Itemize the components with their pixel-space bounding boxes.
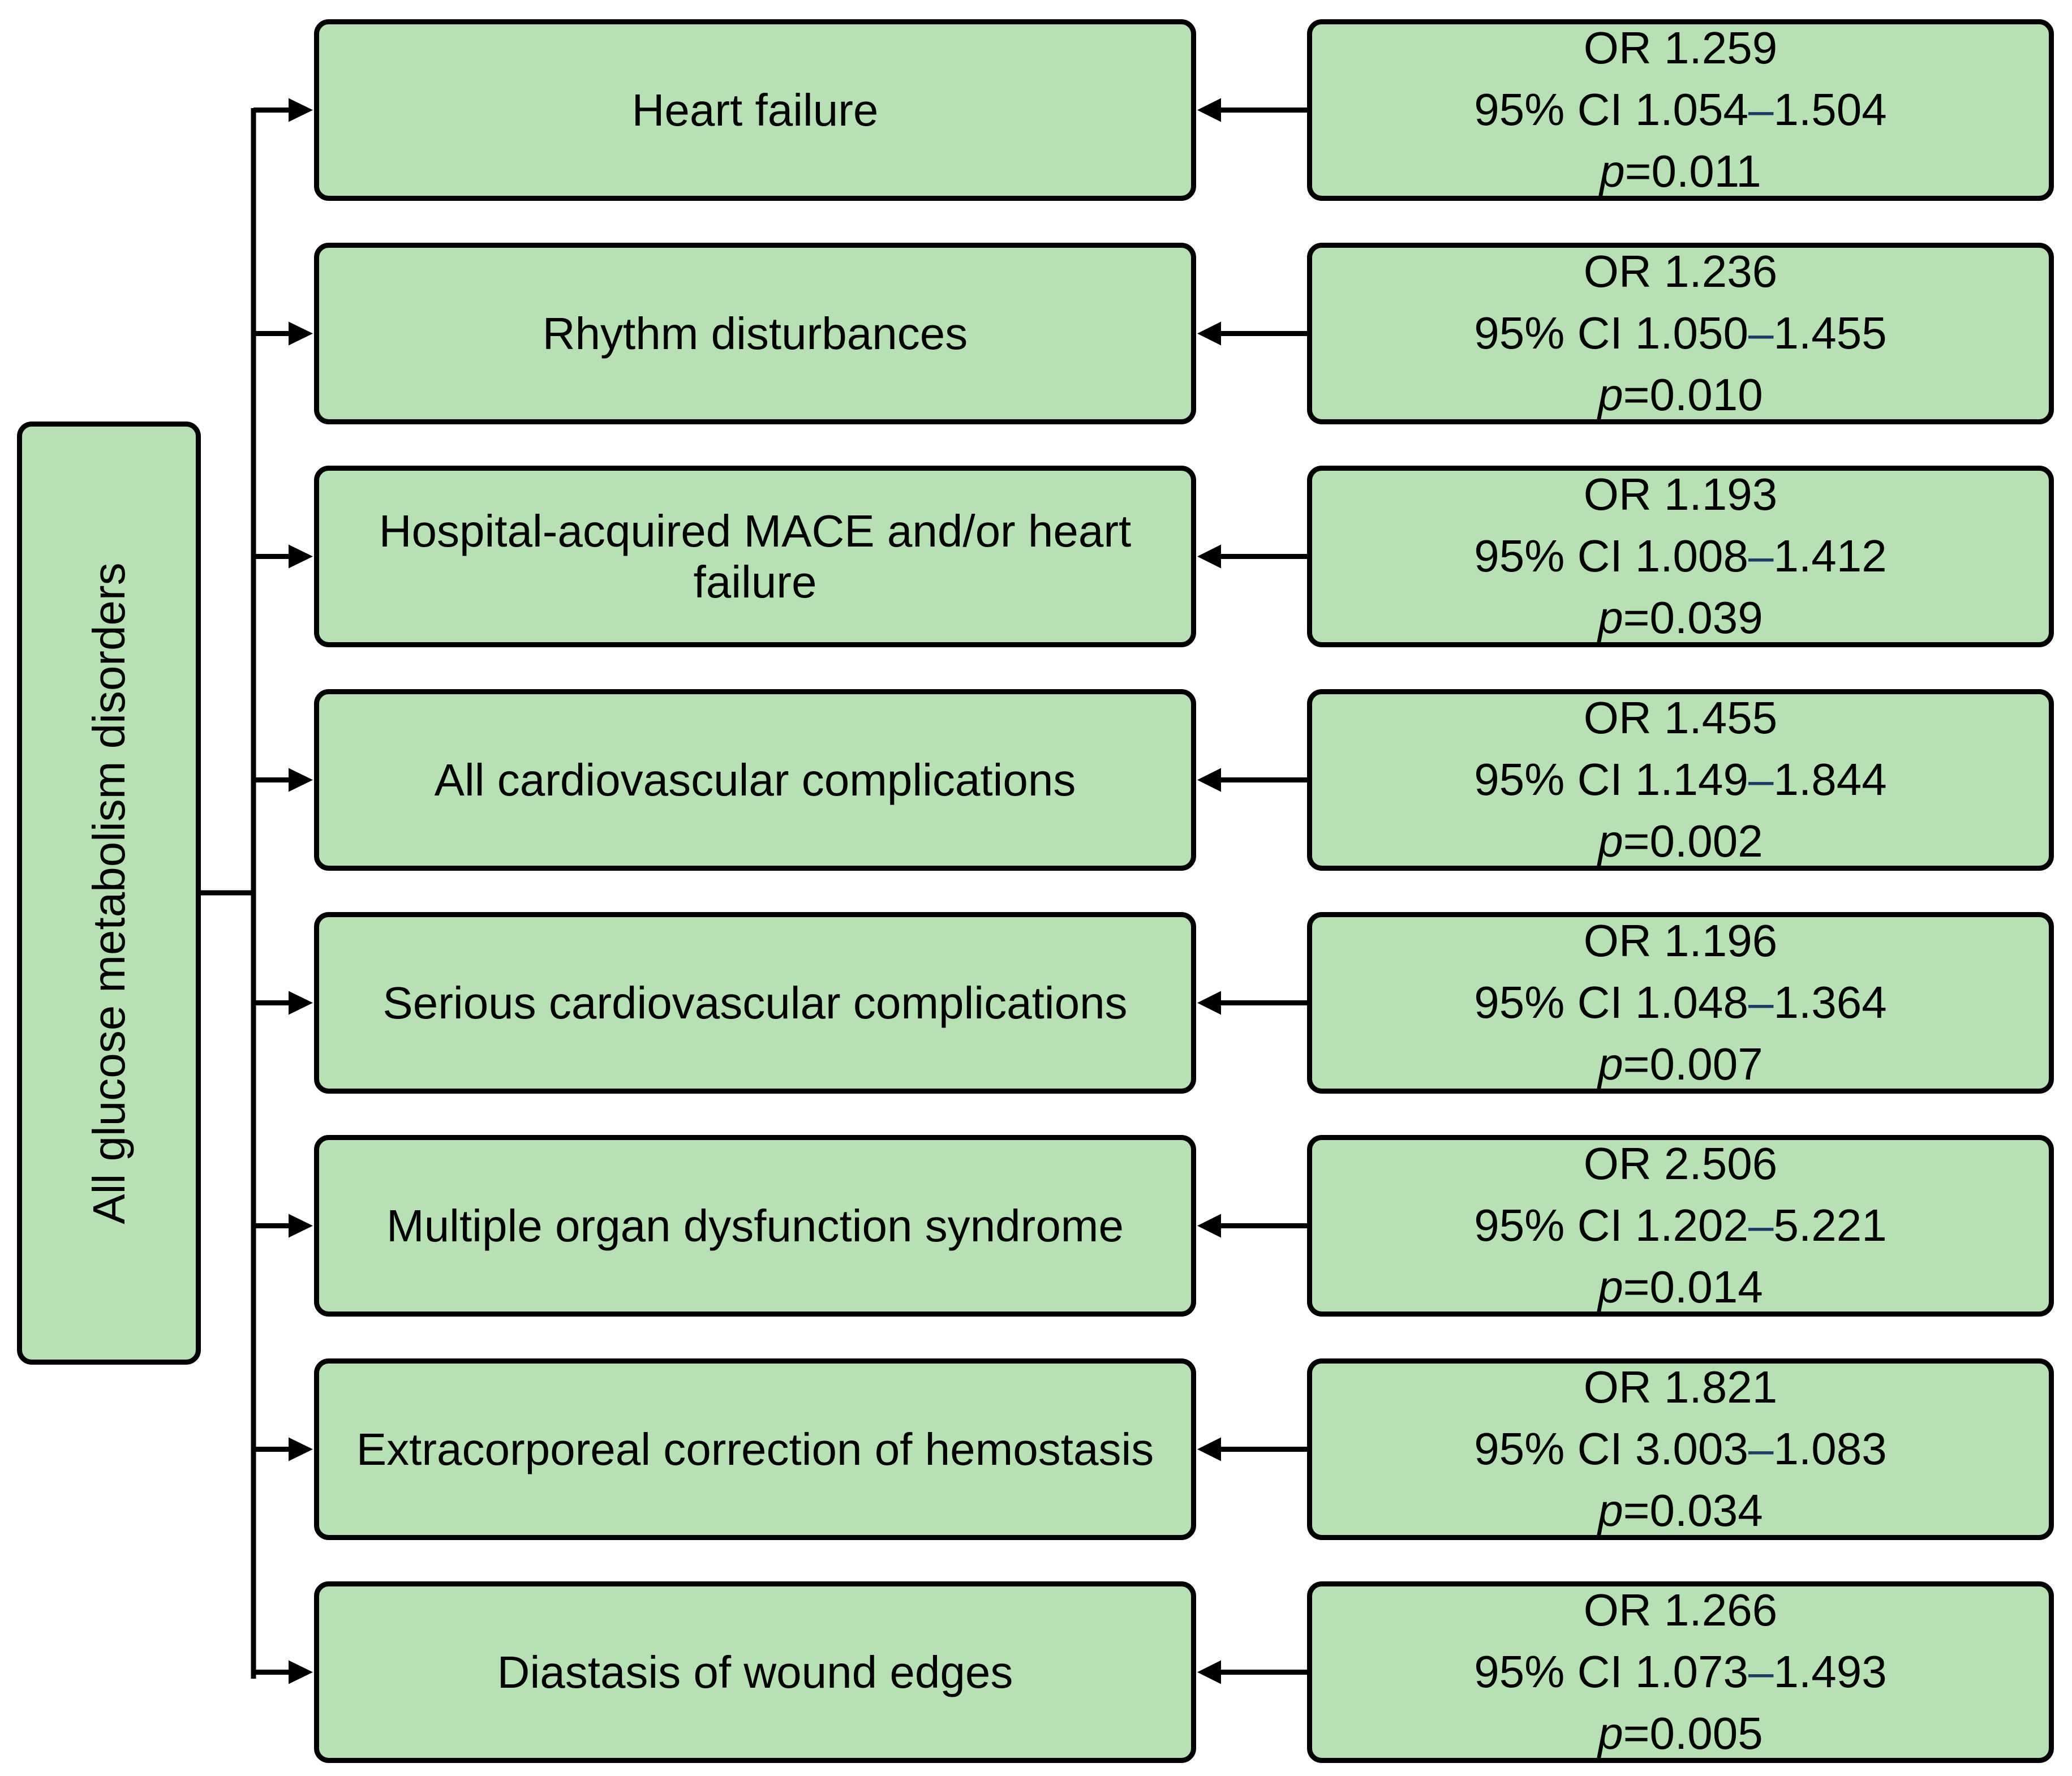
- outcome-node: Diastasis of wound edges: [314, 1581, 1196, 1763]
- stat-node: OR 1.193 95% CI 1.008–1.412 p=0.039: [1307, 466, 2054, 647]
- stat-node: OR 2.506 95% CI 1.202–5.221 p=0.014: [1307, 1135, 2054, 1317]
- arrow-head-right: [289, 98, 313, 122]
- arrow-head-right: [289, 768, 313, 792]
- odds-ratio: OR 1.821: [1583, 1362, 1778, 1413]
- p-value: p=0.002: [1598, 815, 1763, 866]
- outcome-node: All cardiovascular complications: [314, 689, 1196, 871]
- ci-low: 1.073: [1635, 1646, 1749, 1697]
- arrow-head-left: [1197, 1214, 1221, 1238]
- stat-node: OR 1.821 95% CI 3.003–1.083 p=0.034: [1307, 1358, 2054, 1540]
- outcome-label: Heart failure: [631, 84, 879, 135]
- odds-ratio: OR 1.266: [1583, 1585, 1778, 1636]
- ci-low: 1.054: [1635, 84, 1749, 135]
- outcome-label: Diastasis of wound edges: [497, 1646, 1013, 1697]
- ci-high: 1.493: [1773, 1646, 1887, 1697]
- p-value: p=0.007: [1598, 1038, 1763, 1089]
- arrow-head-left: [1197, 768, 1221, 792]
- outcome-node: Multiple organ dysfunction syndrome: [314, 1135, 1196, 1317]
- ci-high: 1.083: [1773, 1424, 1887, 1474]
- arrow-head-left: [1197, 1437, 1221, 1461]
- outcome-label: Hospital-acquired MACE and/or heart fail…: [379, 505, 1132, 607]
- p-value: p=0.005: [1598, 1708, 1763, 1758]
- p-value: p=0.010: [1598, 369, 1763, 420]
- arrow-head-right: [289, 544, 313, 569]
- stat-node: OR 1.455 95% CI 1.149–1.844 p=0.002: [1307, 689, 2054, 871]
- confidence-interval: 95% CI 1.073–1.493: [1474, 1646, 1887, 1697]
- source-node: All glucose metabolism disorders: [17, 422, 201, 1365]
- confidence-interval: 95% CI 1.149–1.844: [1474, 754, 1887, 805]
- odds-ratio: OR 1.193: [1583, 469, 1778, 520]
- arrow-head-left: [1197, 991, 1221, 1015]
- outcome-node: Heart failure: [314, 19, 1196, 201]
- ci-high: 1.504: [1773, 84, 1887, 135]
- p-value: p=0.039: [1598, 592, 1763, 643]
- ci-high: 1.844: [1773, 754, 1887, 805]
- outcome-label: Rhythm disturbances: [542, 308, 968, 359]
- odds-ratio: OR 1.259: [1583, 23, 1778, 74]
- arrow-head-right: [289, 1214, 313, 1238]
- p-value: p=0.014: [1598, 1261, 1763, 1312]
- stat-node: OR 1.266 95% CI 1.073–1.493 p=0.005: [1307, 1581, 2054, 1763]
- confidence-interval: 95% CI 1.054–1.504: [1474, 84, 1887, 135]
- arrow-head-left: [1197, 98, 1221, 122]
- arrow-head-left: [1197, 544, 1221, 569]
- ci-low: 1.149: [1635, 754, 1749, 805]
- outcome-node: Hospital-acquired MACE and/or heart fail…: [314, 466, 1196, 647]
- outcome-label: All cardiovascular complications: [434, 754, 1076, 805]
- ci-low: 1.008: [1635, 531, 1749, 582]
- arrow-head-right: [289, 321, 313, 346]
- confidence-interval: 95% CI 1.008–1.412: [1474, 531, 1887, 582]
- p-value: p=0.034: [1598, 1485, 1763, 1536]
- ci-low: 1.050: [1635, 308, 1749, 359]
- confidence-interval: 95% CI 1.050–1.455: [1474, 308, 1887, 359]
- outcome-node: Serious cardiovascular complications: [314, 912, 1196, 1094]
- arrow-head-right: [289, 1437, 313, 1461]
- confidence-interval: 95% CI 1.202–5.221: [1474, 1200, 1887, 1251]
- arrow-head-left: [1197, 321, 1221, 346]
- odds-ratio: OR 2.506: [1583, 1138, 1778, 1189]
- ci-high: 1.455: [1773, 308, 1887, 359]
- ci-high: 5.221: [1773, 1200, 1887, 1251]
- stat-node: OR 1.259 95% CI 1.054–1.504 p=0.011: [1307, 19, 2054, 201]
- arrow-head-right: [289, 991, 313, 1015]
- outcome-node: Rhythm disturbances: [314, 243, 1196, 424]
- ci-low: 3.003: [1635, 1424, 1749, 1474]
- arrow-head-left: [1197, 1660, 1221, 1684]
- arrow-head-right: [289, 1660, 313, 1684]
- ci-high: 1.364: [1773, 977, 1887, 1028]
- outcome-label: Multiple organ dysfunction syndrome: [386, 1200, 1124, 1251]
- confidence-interval: 95% CI 3.003–1.083: [1474, 1424, 1887, 1474]
- confidence-interval: 95% CI 1.048–1.364: [1474, 977, 1887, 1028]
- stat-node: OR 1.196 95% CI 1.048–1.364 p=0.007: [1307, 912, 2054, 1094]
- ci-low: 1.048: [1635, 977, 1749, 1028]
- outcome-node: Extracorporeal correction of hemostasis: [314, 1358, 1196, 1540]
- odds-ratio: OR 1.455: [1583, 693, 1778, 743]
- ci-low: 1.202: [1635, 1200, 1749, 1251]
- outcome-label: Extracorporeal correction of hemostasis: [356, 1424, 1154, 1474]
- p-value: p=0.011: [1600, 145, 1761, 196]
- stat-node: OR 1.236 95% CI 1.050–1.455 p=0.010: [1307, 243, 2054, 424]
- odds-ratio: OR 1.196: [1583, 915, 1778, 966]
- outcome-label: Serious cardiovascular complications: [382, 977, 1128, 1028]
- ci-high: 1.412: [1773, 531, 1887, 582]
- odds-ratio: OR 1.236: [1583, 246, 1778, 297]
